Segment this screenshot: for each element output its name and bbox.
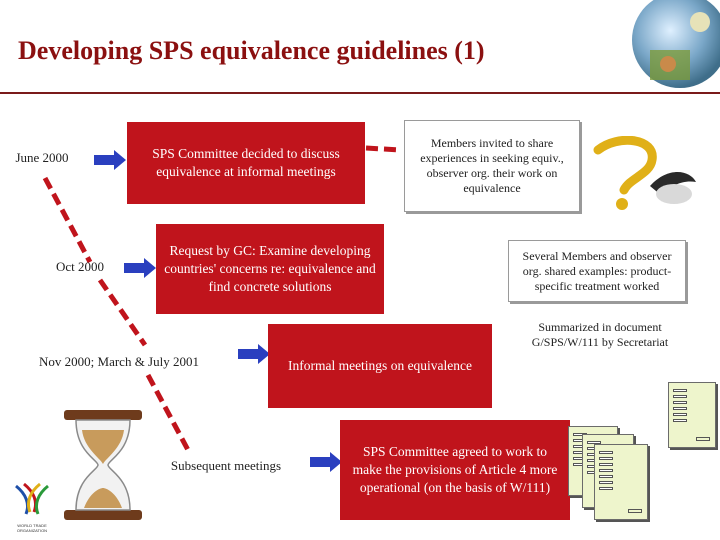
page-title: Developing SPS equivalence guidelines (1… (18, 36, 485, 65)
note-members-shared: Several Members and observer org. shared… (508, 240, 686, 302)
note-summarized: Summarized in document G/SPS/W/111 by Se… (531, 320, 669, 349)
hourglass-icon (64, 410, 142, 520)
arrow-icon (124, 258, 156, 278)
wto-logo: WORLD TRADE ORGANIZATION (8, 478, 56, 538)
date-subsequent-meetings: Subsequent meetings (170, 458, 282, 473)
date-oct-2000: Oct 2000 (55, 259, 105, 274)
box-committee-decided: SPS Committee decided to discuss equival… (127, 122, 365, 204)
note-members-invited: Members invited to share experiences in … (404, 120, 580, 212)
date-june-2000: June 2000 (15, 150, 69, 165)
arrow-icon (94, 150, 126, 170)
arrow-icon (238, 344, 270, 364)
box-informal-meetings: Informal meetings on equivalence (268, 324, 492, 408)
question-mark-icon (593, 136, 696, 210)
wto-logo-text: WORLD TRADE ORGANIZATION (16, 523, 48, 533)
arrow-icon (310, 452, 342, 472)
title-divider (0, 92, 720, 94)
document-stack-icon (564, 382, 720, 522)
box-gc-request: Request by GC: Examine developing countr… (156, 224, 384, 314)
date-nov-2000-march-july-2001: Nov 2000; March & July 2001 (39, 354, 199, 369)
box-committee-agreed: SPS Committee agreed to work to make the… (340, 420, 570, 520)
